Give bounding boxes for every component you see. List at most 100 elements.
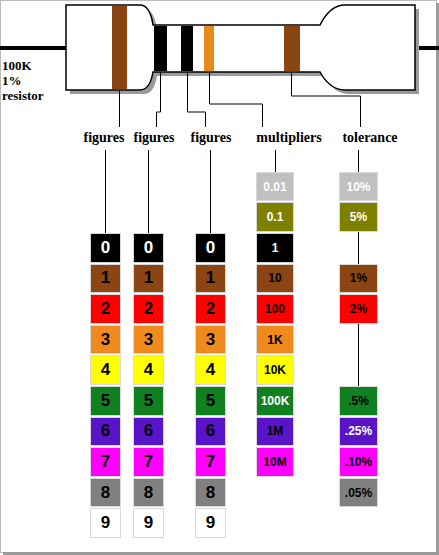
figure-color-cell: 6 — [195, 417, 226, 447]
multiplier-color-cell: 100 — [256, 294, 294, 324]
cell-value: .5% — [348, 394, 369, 408]
cell-value: 100K — [261, 394, 290, 408]
figure-color-cell: 2 — [133, 294, 164, 324]
figure-color-cell: 8 — [133, 478, 164, 508]
cell-value: 7 — [206, 452, 215, 472]
cell-value: 5 — [144, 391, 153, 411]
cell-value: 2 — [206, 299, 215, 319]
cell-value: 5 — [206, 391, 215, 411]
figure-color-cell: 5 — [195, 386, 226, 416]
cell-value: .10% — [345, 455, 372, 469]
cell-value: 7 — [144, 452, 153, 472]
cell-value: 2% — [350, 302, 367, 316]
figure-color-cell: 8 — [90, 478, 121, 508]
cell-value: 1K — [267, 333, 282, 347]
band-label: figures — [134, 130, 175, 146]
figure-color-cell: 1 — [133, 264, 164, 294]
figure-color-cell: 4 — [195, 355, 226, 385]
multiplier-color-cell: 0.01 — [256, 172, 294, 202]
cell-value: .25% — [345, 424, 372, 438]
figure-color-cell: 0 — [133, 233, 164, 263]
cell-value: 4 — [144, 360, 153, 380]
band-label: multipliers — [256, 130, 321, 146]
cell-value: 1 — [144, 268, 153, 288]
figure-color-cell: 2 — [90, 294, 121, 324]
figure-color-cell: 6 — [90, 417, 121, 447]
cell-value: 2 — [101, 299, 110, 319]
resistor-caption: 100K 1% resistor — [2, 58, 68, 103]
figure-color-cell: 0 — [195, 233, 226, 263]
cell-value: 7 — [101, 452, 110, 472]
figure-color-cell: 0 — [90, 233, 121, 263]
figure-color-cell: 5 — [133, 386, 164, 416]
cell-value: 6 — [206, 421, 215, 441]
band-label: figures — [191, 130, 232, 146]
cell-value: 1% — [350, 271, 367, 285]
figure-color-cell: 4 — [90, 355, 121, 385]
cell-value: 8 — [144, 483, 153, 503]
cell-value: 0 — [206, 238, 215, 258]
tolerance-color-cell: .10% — [339, 447, 378, 477]
cell-value: 8 — [101, 483, 110, 503]
figure-color-cell: 7 — [133, 447, 164, 477]
cell-value: 0 — [144, 238, 153, 258]
figure-color-cell: 2 — [195, 294, 226, 324]
tolerance-color-cell: 1% — [339, 264, 378, 294]
cell-value: 1 — [206, 268, 215, 288]
band-label: tolerance — [342, 130, 397, 146]
figure-color-cell: 1 — [90, 264, 121, 294]
figure-color-cell: 9 — [90, 508, 121, 538]
cell-value: 5 — [101, 391, 110, 411]
multiplier-color-cell: 10 — [256, 264, 294, 294]
cell-value: 8 — [206, 483, 215, 503]
figure-color-cell: 1 — [195, 264, 226, 294]
cell-value: 1M — [267, 424, 284, 438]
figure-color-cell: 7 — [195, 447, 226, 477]
cell-value: 4 — [101, 360, 110, 380]
multiplier-color-cell: 1 — [256, 233, 294, 263]
band-label: figures — [84, 130, 125, 146]
cell-value: .05% — [345, 486, 372, 500]
cell-value: 3 — [206, 330, 215, 350]
cell-value: 3 — [144, 330, 153, 350]
figure-color-cell: 3 — [195, 325, 226, 355]
multiplier-color-cell: 10M — [256, 447, 294, 477]
cell-value: 9 — [206, 513, 215, 533]
multiplier-color-cell: 100K — [256, 386, 294, 416]
tolerance-color-cell: .5% — [339, 386, 378, 416]
multiplier-color-cell: 10K — [256, 355, 294, 385]
multiplier-color-cell: 1K — [256, 325, 294, 355]
tolerance-color-cell: 2% — [339, 294, 378, 324]
figure-color-cell: 6 — [133, 417, 164, 447]
cell-value: 10 — [268, 271, 281, 285]
figure-color-cell: 9 — [133, 508, 164, 538]
cell-value: 10M — [263, 455, 286, 469]
cell-value: 6 — [144, 421, 153, 441]
cell-value: 9 — [144, 513, 153, 533]
multiplier-color-cell: 1M — [256, 417, 294, 447]
cell-value: 5% — [350, 210, 367, 224]
tolerance-color-cell: 10% — [339, 172, 378, 202]
figure-color-cell: 3 — [133, 325, 164, 355]
figure-color-cell: 8 — [195, 478, 226, 508]
figure-color-cell: 3 — [90, 325, 121, 355]
cell-value: 1 — [272, 241, 279, 255]
cell-value: 10% — [346, 180, 370, 194]
cell-value: 100 — [265, 302, 285, 316]
cell-value: 10K — [264, 363, 286, 377]
multiplier-color-cell: 0.1 — [256, 202, 294, 232]
cell-value: 6 — [101, 421, 110, 441]
cell-value: 0.1 — [267, 210, 284, 224]
tolerance-color-cell: .05% — [339, 478, 378, 508]
figure-color-cell: 4 — [133, 355, 164, 385]
cell-value: 1 — [101, 268, 110, 288]
cell-value: 4 — [206, 360, 215, 380]
cell-value: 3 — [101, 330, 110, 350]
figure-color-cell: 5 — [90, 386, 121, 416]
figure-color-cell: 9 — [195, 508, 226, 538]
cell-value: 9 — [101, 513, 110, 533]
figure-color-cell: 7 — [90, 447, 121, 477]
tolerance-color-cell: .25% — [339, 417, 378, 447]
cell-value: 0 — [101, 238, 110, 258]
